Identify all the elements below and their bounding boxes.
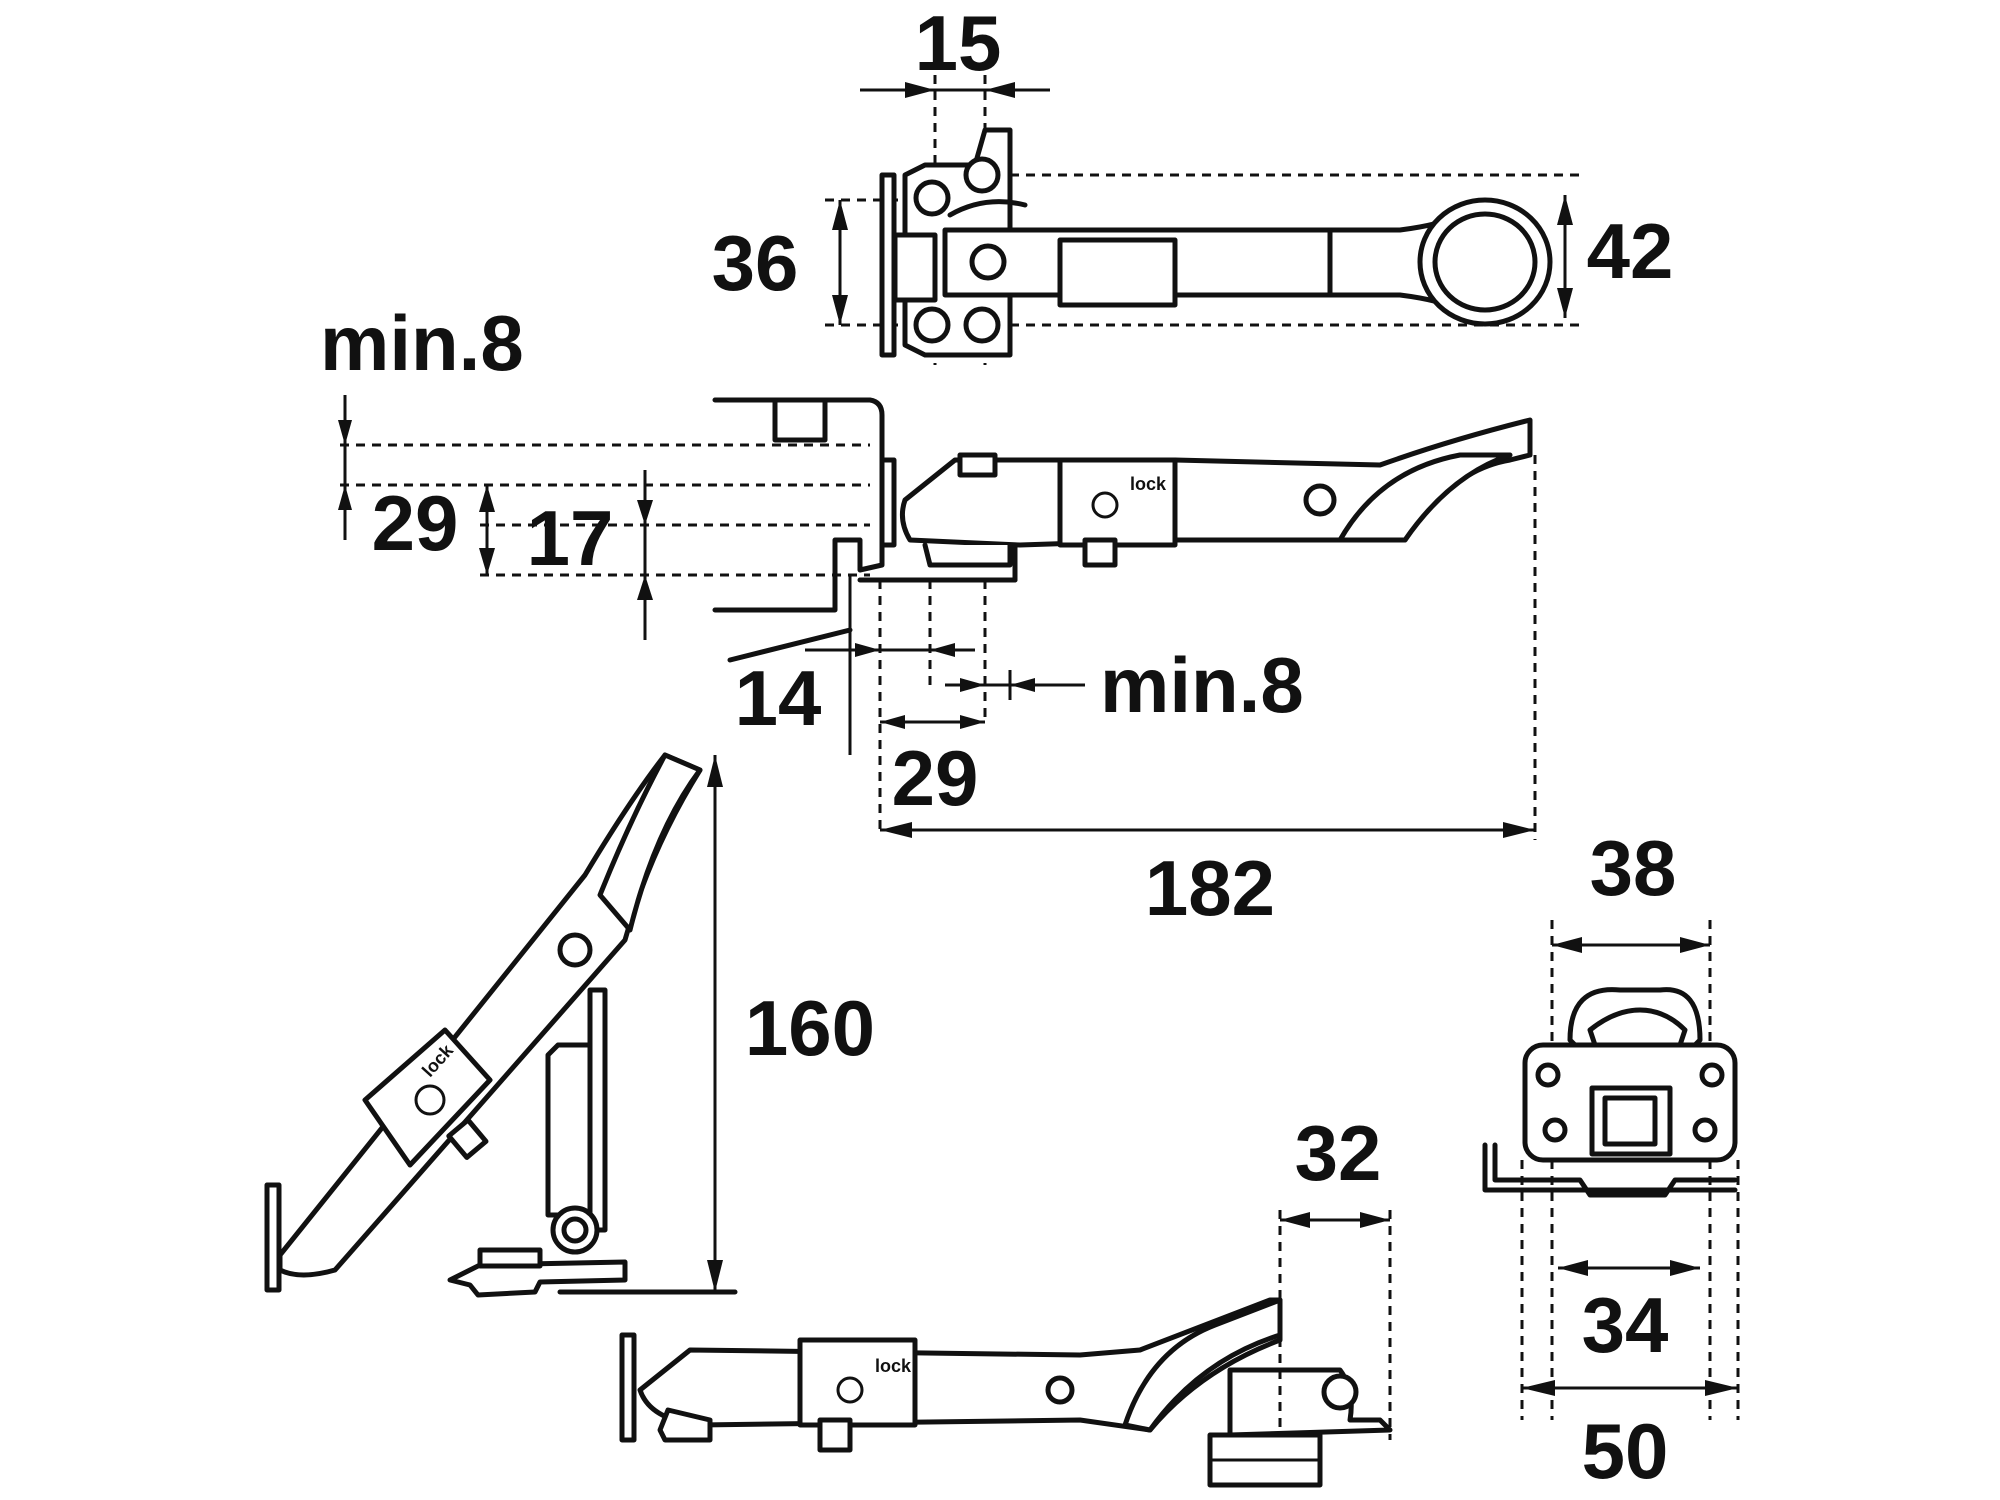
dim-closed-32: 32 <box>1295 1109 1382 1197</box>
closed-view: lock 32 <box>619 1109 1393 1488</box>
dim-side-14: 14 <box>735 654 822 742</box>
open-view: lock 160 <box>264 752 875 1298</box>
end-view: 38 34 50 <box>1482 824 1740 1495</box>
lock-text-closed: lock <box>875 1356 912 1376</box>
dim-end-38: 38 <box>1590 824 1677 912</box>
dim-side-min8-right: min.8 <box>1100 641 1304 729</box>
dim-side-29-left: 29 <box>372 479 459 567</box>
dim-side-182: 182 <box>1145 844 1275 932</box>
dim-side-min8-top: min.8 <box>320 299 524 387</box>
top-view: 15 36 42 <box>712 0 1674 365</box>
dim-top-42: 42 <box>1587 207 1674 295</box>
side-view: lock min.8 29 17 14 min.8 29 <box>320 299 1537 932</box>
lock-text-side: lock <box>1130 474 1167 494</box>
dim-top-15: 15 <box>915 0 1002 87</box>
dim-side-29-bottom: 29 <box>892 734 979 822</box>
dim-end-34: 34 <box>1582 1281 1669 1369</box>
dim-open-160: 160 <box>745 984 875 1072</box>
dim-side-17: 17 <box>527 494 614 582</box>
dim-top-36: 36 <box>712 219 799 307</box>
dim-end-50: 50 <box>1582 1407 1669 1495</box>
